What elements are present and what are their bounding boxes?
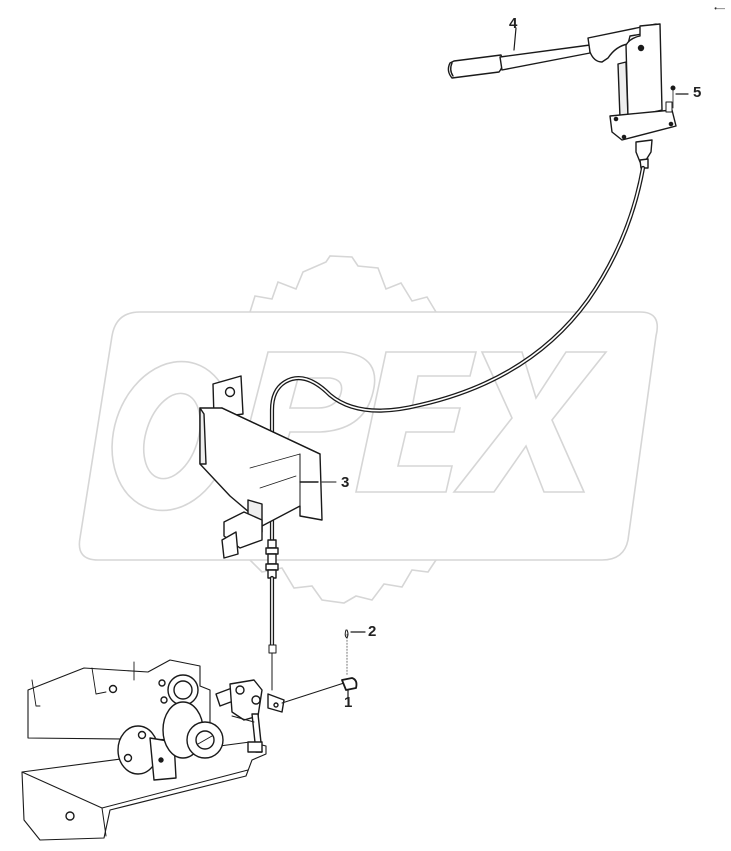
callout-part-2: 2 [368, 623, 377, 640]
callout-part-3: 3 [341, 474, 350, 491]
corner-mark: •— [714, 4, 725, 13]
callout-leaders [513, 27, 689, 95]
callout-part-1: 1 [344, 694, 353, 711]
brake-cable [265, 165, 646, 691]
transmission-housing [21, 659, 267, 841]
callout-part-5: 5 [693, 84, 702, 101]
brake-lever-part-4 [447, 23, 677, 169]
line-art [21, 23, 689, 841]
callout-part-4: 4 [509, 15, 518, 32]
watermark-logo [78, 255, 659, 604]
brake-linkage [215, 629, 366, 753]
mounting-bracket-part-3 [199, 375, 337, 559]
